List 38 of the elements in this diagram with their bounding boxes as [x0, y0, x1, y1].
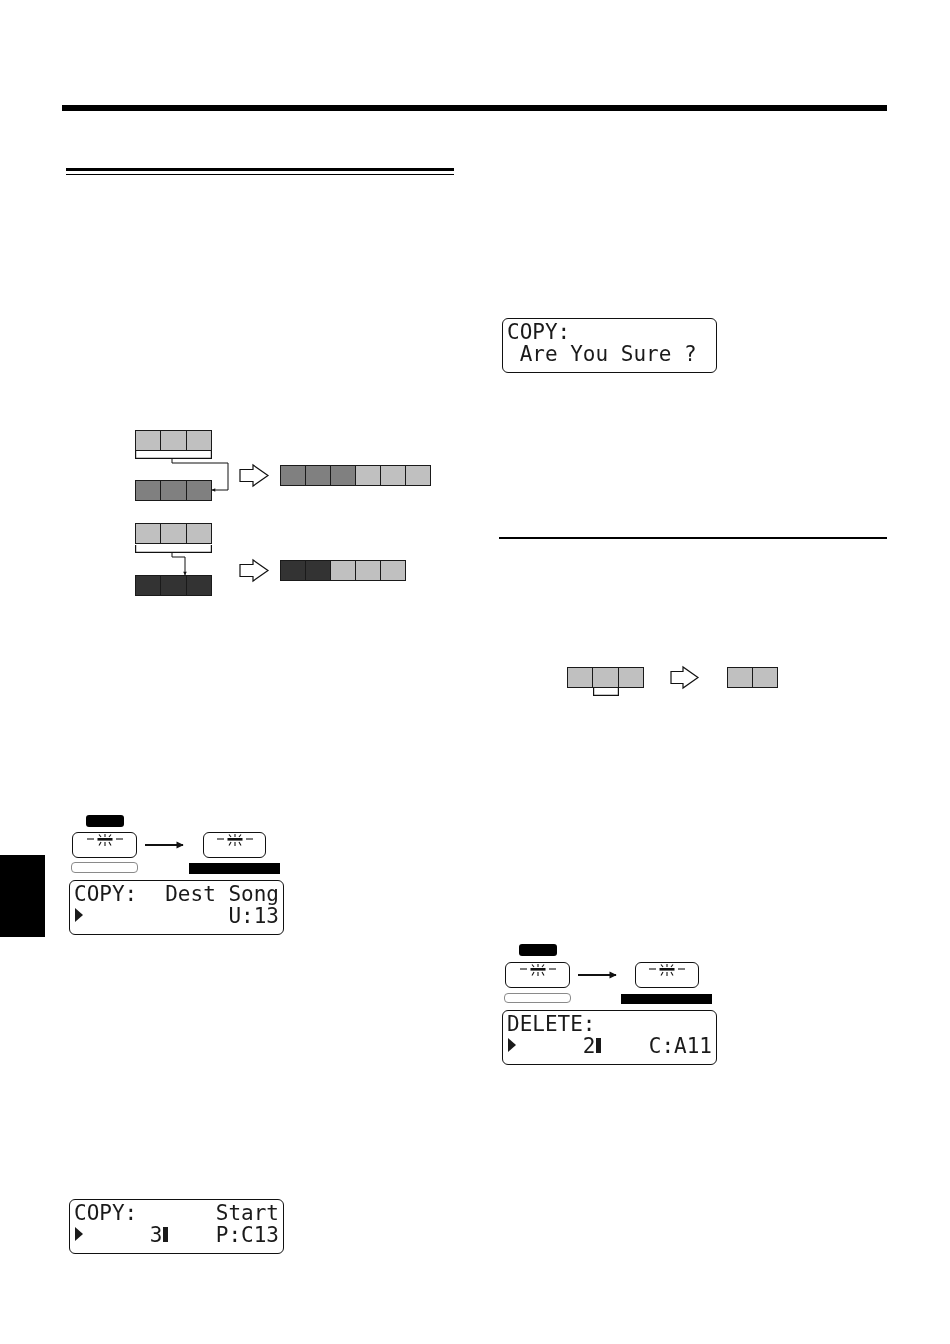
- lcd-text: Are You Sure ?: [519, 343, 697, 365]
- lcd-display: [502, 1010, 717, 1065]
- measure-strip: [567, 667, 644, 688]
- hollow-arrow: [670, 665, 700, 690]
- lcd-text: P:C13: [215, 1224, 279, 1246]
- arrow: [171, 458, 229, 492]
- hollow-arrow: [239, 463, 270, 488]
- lcd-display: [69, 1199, 284, 1254]
- measure-strip: [135, 575, 212, 596]
- lcd-text: COPY:: [74, 1202, 138, 1224]
- bracket: [135, 545, 212, 553]
- lcd-text: Start: [215, 1202, 279, 1224]
- lcd-text: Dest Song: [165, 883, 279, 905]
- chapter-tab: [0, 855, 45, 937]
- measure-strip: [135, 523, 212, 544]
- lcd-display: [69, 880, 284, 935]
- panel-button: [505, 962, 570, 988]
- panel-button: [635, 962, 699, 988]
- arrow: [577, 971, 617, 979]
- lcd-text: DELETE:: [507, 1013, 596, 1035]
- arrow: [171, 552, 187, 576]
- hollow-arrow: [239, 558, 270, 583]
- lcd-text: COPY:: [507, 321, 571, 343]
- measure-strip: [280, 465, 431, 486]
- measure-strip: [135, 480, 212, 501]
- lcd-text: U:13: [228, 905, 279, 927]
- measure-strip: [135, 430, 212, 451]
- lcd-display: [502, 318, 717, 373]
- panel-button: [203, 832, 266, 858]
- measure-strip: [280, 560, 406, 581]
- bracket: [135, 451, 212, 459]
- lcd-text: 3: [149, 1224, 163, 1246]
- measure-strip: [727, 667, 778, 688]
- lcd-text: 2: [582, 1035, 596, 1057]
- lcd-text: COPY:: [74, 883, 138, 905]
- panel-button: [72, 832, 137, 858]
- arrow: [144, 841, 184, 849]
- lcd-text: C:A11: [648, 1035, 712, 1057]
